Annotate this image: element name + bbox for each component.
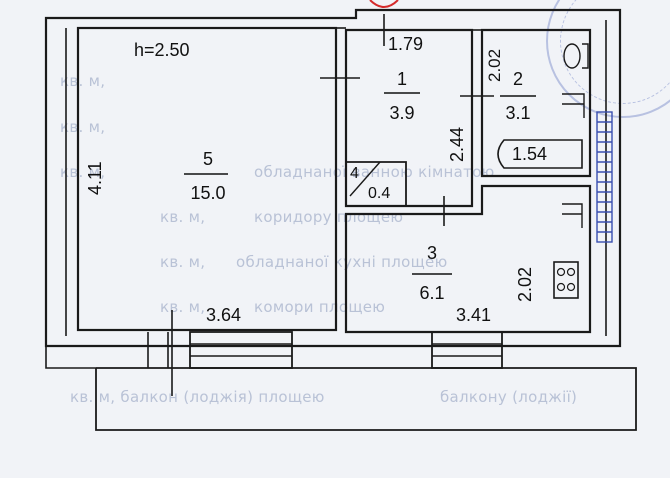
ceiling-height-label: h=2.50 — [134, 40, 190, 60]
kitchen-width-dimension: 3.41 — [456, 305, 492, 325]
room-5-outline — [76, 26, 338, 332]
balcony-left-edge — [45, 346, 96, 369]
room-5-number: 5 — [202, 149, 213, 169]
room-4-area: 0.4 — [368, 185, 391, 202]
radiator — [596, 111, 613, 243]
room-2-outline — [480, 28, 592, 178]
room-5-area: 15.0 — [190, 183, 226, 203]
room-3-number: 3 — [426, 243, 437, 263]
bg-text-8: обладнаної кухні площею — [236, 253, 448, 271]
bg-text-12: балкону (лоджії) — [440, 388, 578, 406]
bg-text-10: комори площею — [254, 298, 386, 316]
room-4-outline — [346, 161, 407, 206]
room-1-area: 3.9 — [389, 103, 415, 123]
kitchen-side-dimension: 2.02 — [515, 266, 535, 302]
hall-top-dimension: 1.79 — [388, 34, 424, 54]
entry-mark — [369, 0, 399, 8]
room-5-width-dimension: 3.64 — [206, 305, 242, 325]
bath-sink-symbol — [562, 93, 585, 118]
burner-1 — [556, 267, 566, 277]
room-2-number: 2 — [512, 69, 523, 89]
room-4-number: 4 — [350, 165, 359, 182]
stove-symbol — [553, 261, 579, 299]
balcony-outline — [95, 367, 637, 431]
bg-text-1: кв. м, — [60, 72, 106, 90]
window-marker-right — [431, 331, 503, 369]
burner-4 — [566, 282, 576, 292]
bathtub-symbol — [497, 139, 583, 169]
bg-text-6: коридору площею — [254, 208, 404, 226]
toilet-tank — [582, 43, 589, 69]
room-3-outline — [344, 184, 592, 334]
balcony-door — [147, 332, 169, 368]
hall-side-dimension: 2.44 — [447, 126, 467, 162]
bg-text-7: кв. м, — [160, 253, 206, 271]
bath-top-dimension: 2.02 — [485, 48, 504, 82]
burner-2 — [566, 267, 576, 277]
stamp-inner-ring — [560, 0, 670, 104]
burner-3 — [556, 282, 566, 292]
left-height-dimension: 4.11 — [85, 161, 105, 195]
room-3-area: 6.1 — [419, 283, 445, 303]
toilet-symbol — [563, 43, 581, 69]
window-marker-left — [189, 331, 293, 369]
room-1-number: 1 — [396, 69, 407, 89]
radiator-group — [596, 111, 613, 243]
room-4-diagonal — [349, 161, 381, 197]
radiator-ribs — [597, 121, 612, 233]
bg-text-4: обладнаної ванною кімнатою — [254, 163, 495, 181]
bg-text-5: кв. м, — [160, 208, 206, 226]
bg-text-11: кв. м, балкон (лоджія) площею — [70, 388, 325, 406]
bg-text-2: кв. м, — [60, 118, 106, 136]
window-lines-left — [190, 343, 292, 357]
window-lines-right — [432, 343, 502, 357]
bathtub-dimension: 1.54 — [512, 144, 548, 164]
room-1-outline — [344, 28, 474, 208]
kitchen-sink-symbol — [562, 203, 583, 228]
area-bars — [184, 92, 536, 275]
room-2-area: 3.1 — [505, 103, 531, 123]
bg-text-3: кв. м, — [60, 163, 106, 181]
